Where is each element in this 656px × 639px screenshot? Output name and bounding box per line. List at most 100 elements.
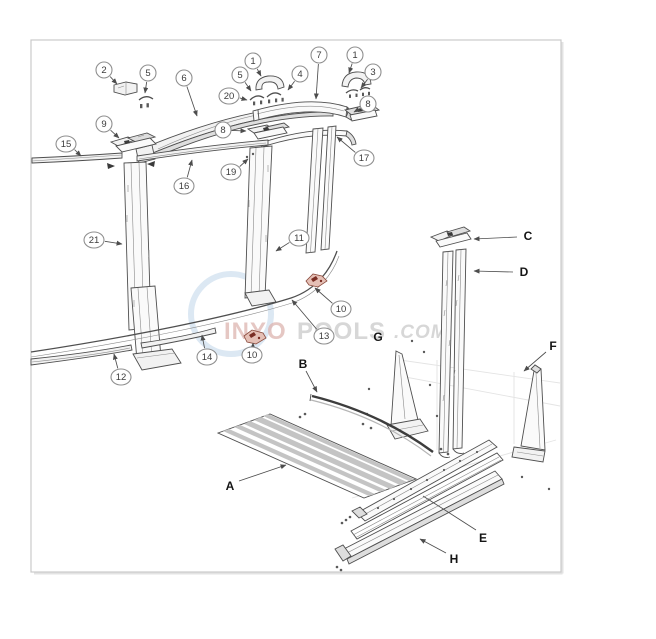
callout-10: 10 xyxy=(314,287,352,318)
part-coping-17 xyxy=(260,129,357,148)
part-track-B xyxy=(309,393,434,457)
callout-16: 16 xyxy=(173,159,195,195)
watermark-swoosh-icon xyxy=(188,271,274,357)
callout-number: 15 xyxy=(61,139,72,150)
callout-circle xyxy=(175,69,193,87)
callout-7: 7 xyxy=(310,46,328,100)
part-track-12 xyxy=(30,344,133,366)
label-H: H xyxy=(419,538,459,566)
part-track-14 xyxy=(140,327,217,349)
label-C: C xyxy=(473,229,533,243)
base-screws xyxy=(298,412,450,572)
callout-circle xyxy=(291,65,309,83)
callout-number: 7 xyxy=(316,50,321,61)
callout-20: 20 xyxy=(218,87,248,105)
callout-number: 13 xyxy=(319,331,330,342)
part-brace-F xyxy=(511,364,551,491)
callout-circle xyxy=(110,368,132,386)
callout-number: 17 xyxy=(359,153,370,164)
callout-5: 5 xyxy=(139,64,157,94)
base-assembly xyxy=(216,393,505,572)
watermark: INYO POOLS .COM xyxy=(188,271,448,357)
part-wall-right-edge xyxy=(320,125,337,251)
part-cap-2 xyxy=(113,81,138,96)
callout-number: 6 xyxy=(181,73,186,84)
callout-number: 14 xyxy=(202,352,213,363)
callout-circle xyxy=(95,115,113,133)
callout-2: 2 xyxy=(95,61,118,85)
label-A: A xyxy=(226,464,287,493)
callout-1: 1 xyxy=(244,52,262,77)
callout-circle xyxy=(231,66,249,84)
part-upright-11 xyxy=(244,145,277,307)
callout-8: 8 xyxy=(353,95,377,113)
callout-circle xyxy=(288,229,310,247)
callout-number: 1 xyxy=(352,50,357,61)
right-assembly xyxy=(365,226,551,491)
junction-marks xyxy=(107,152,255,169)
part-bracket-C xyxy=(429,226,472,248)
callout-14: 14 xyxy=(196,334,218,366)
watermark-text-3: .COM xyxy=(394,322,448,343)
part-letter: C xyxy=(524,229,533,243)
part-upright-D xyxy=(438,248,467,458)
callout-17: 17 xyxy=(336,136,375,167)
callout-number: 8 xyxy=(220,125,225,136)
callout-1: 1 xyxy=(346,46,364,74)
callout-circle xyxy=(55,135,77,153)
callout-circle xyxy=(330,300,352,318)
part-clip-10-left xyxy=(243,329,267,345)
callout-6: 6 xyxy=(175,69,198,117)
part-letter: E xyxy=(479,531,487,545)
callout-11: 11 xyxy=(275,229,310,252)
part-panel-A xyxy=(216,413,418,499)
callout-number: 8 xyxy=(365,99,370,110)
callout-5: 5 xyxy=(231,66,252,92)
callout-circle xyxy=(359,95,377,113)
callout-number: 2 xyxy=(101,65,106,76)
callout-circle xyxy=(310,46,328,64)
callout-circle xyxy=(313,327,335,345)
part-clip-5-left xyxy=(138,96,154,109)
callout-number: 21 xyxy=(89,235,100,246)
frame-shadow xyxy=(34,42,564,575)
callout-number: 5 xyxy=(237,70,242,81)
part-letter: B xyxy=(299,357,308,371)
watermark-text-2: POOLS xyxy=(297,318,386,345)
part-bracket-9 xyxy=(109,132,157,153)
callout-circle xyxy=(218,87,240,105)
part-upright-21 xyxy=(123,161,182,371)
callout-number: 12 xyxy=(116,372,127,383)
callout-10: 10 xyxy=(241,342,263,364)
callout-number: 3 xyxy=(370,67,375,78)
callout-13: 13 xyxy=(291,299,335,345)
callout-circle xyxy=(220,163,242,181)
part-cap-1-center xyxy=(255,75,285,91)
callout-number: 10 xyxy=(247,350,258,361)
callout-circle xyxy=(196,348,218,366)
part-track-16 xyxy=(136,139,269,162)
callout-9: 9 xyxy=(95,115,120,139)
wall-assembly xyxy=(30,71,381,371)
part-letter: D xyxy=(520,265,529,279)
part-bottom-plate xyxy=(351,439,498,522)
label-G: G xyxy=(373,330,382,344)
part-letter: F xyxy=(549,339,556,353)
part-letter: A xyxy=(226,479,235,493)
part-letter: G xyxy=(373,330,382,344)
part-letter: H xyxy=(450,552,459,566)
callout-number: 10 xyxy=(336,304,347,315)
callout-12: 12 xyxy=(110,353,132,386)
callout-number: 16 xyxy=(179,181,190,192)
part-clip-10-right xyxy=(305,273,328,288)
callout-circle xyxy=(214,121,232,139)
callout-number: 20 xyxy=(224,91,235,102)
callout-number: 4 xyxy=(297,69,302,80)
callout-circle xyxy=(95,61,113,79)
callout-number: 19 xyxy=(226,167,237,178)
label-F: F xyxy=(523,339,557,372)
callout-number: 9 xyxy=(101,119,106,130)
